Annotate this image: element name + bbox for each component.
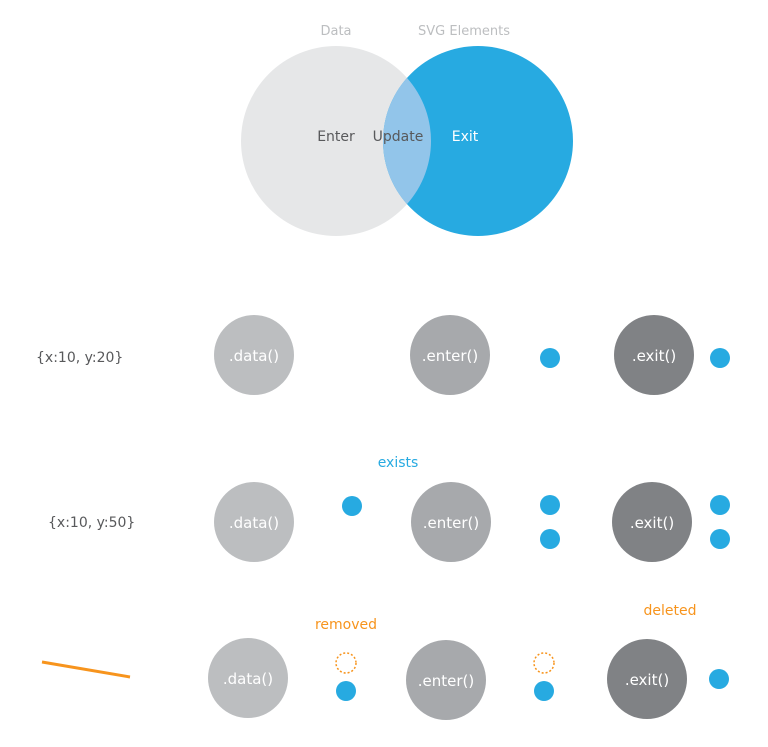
row-3-data-circle bbox=[208, 638, 288, 718]
row-3-data-dot bbox=[336, 681, 356, 701]
row-2-enter-dot-top bbox=[540, 495, 560, 515]
row-3-orange-line bbox=[41, 660, 131, 679]
row-1-exit-label: .exit() bbox=[632, 347, 676, 365]
venn-data-title: Data bbox=[320, 24, 351, 39]
row-3-enter-label: .enter() bbox=[418, 672, 474, 690]
row-2-enter-circle bbox=[411, 482, 491, 562]
row-3-note-deleted: deleted bbox=[644, 603, 697, 619]
row-3-enter-removed-dot bbox=[533, 652, 555, 674]
row-1-data-label: .data() bbox=[229, 347, 279, 365]
row-3-exit-label: .exit() bbox=[625, 671, 669, 689]
row-3-data-removed-dot bbox=[335, 652, 357, 674]
row-3-exit-dot bbox=[709, 669, 729, 689]
row-2-data-circle bbox=[214, 482, 294, 562]
row-3-enter-dot bbox=[534, 681, 554, 701]
venn-svg-elements-circle bbox=[383, 46, 573, 236]
row-1-enter-label: .enter() bbox=[422, 347, 478, 365]
row-3: removed deleted .data() .enter() .exit() bbox=[41, 603, 729, 720]
row-3-note-removed: removed bbox=[315, 617, 377, 633]
row-3-exit-circle bbox=[607, 639, 687, 719]
venn-svg-title: SVG Elements bbox=[418, 24, 510, 39]
venn-diagram: Data SVG Elements Enter Update Exit bbox=[241, 24, 573, 236]
row-1-exit-circle bbox=[614, 315, 694, 395]
row-2-data-label: .data() bbox=[229, 514, 279, 532]
row-1-data-circle bbox=[214, 315, 294, 395]
row-1-enter-circle bbox=[410, 315, 490, 395]
row-2-exit-circle bbox=[612, 482, 692, 562]
row-3-data-label: .data() bbox=[223, 670, 273, 688]
row-2: {x:10, y:50} exists .data() .enter() .ex… bbox=[48, 455, 730, 562]
venn-exit-label: Exit bbox=[452, 129, 479, 145]
row-2-exit-label: .exit() bbox=[630, 514, 674, 532]
row-2-data-dot bbox=[342, 496, 362, 516]
row-2-note-exists: exists bbox=[378, 455, 419, 471]
venn-update-label: Update bbox=[373, 129, 424, 145]
row-1: {x:10, y:20} .data() .enter() .exit() bbox=[36, 315, 730, 395]
row-2-enter-dot-bottom bbox=[540, 529, 560, 549]
row-2-enter-label: .enter() bbox=[423, 514, 479, 532]
venn-data-circle bbox=[241, 46, 431, 236]
row-2-input-label: {x:10, y:50} bbox=[48, 515, 135, 531]
row-1-input-label: {x:10, y:20} bbox=[36, 350, 123, 366]
row-3-enter-circle bbox=[406, 640, 486, 720]
row-2-exit-dot-top bbox=[710, 495, 730, 515]
venn-enter-label: Enter bbox=[317, 129, 355, 145]
row-1-exit-dot bbox=[710, 348, 730, 368]
row-1-enter-dot bbox=[540, 348, 560, 368]
row-2-exit-dot-bottom bbox=[710, 529, 730, 549]
